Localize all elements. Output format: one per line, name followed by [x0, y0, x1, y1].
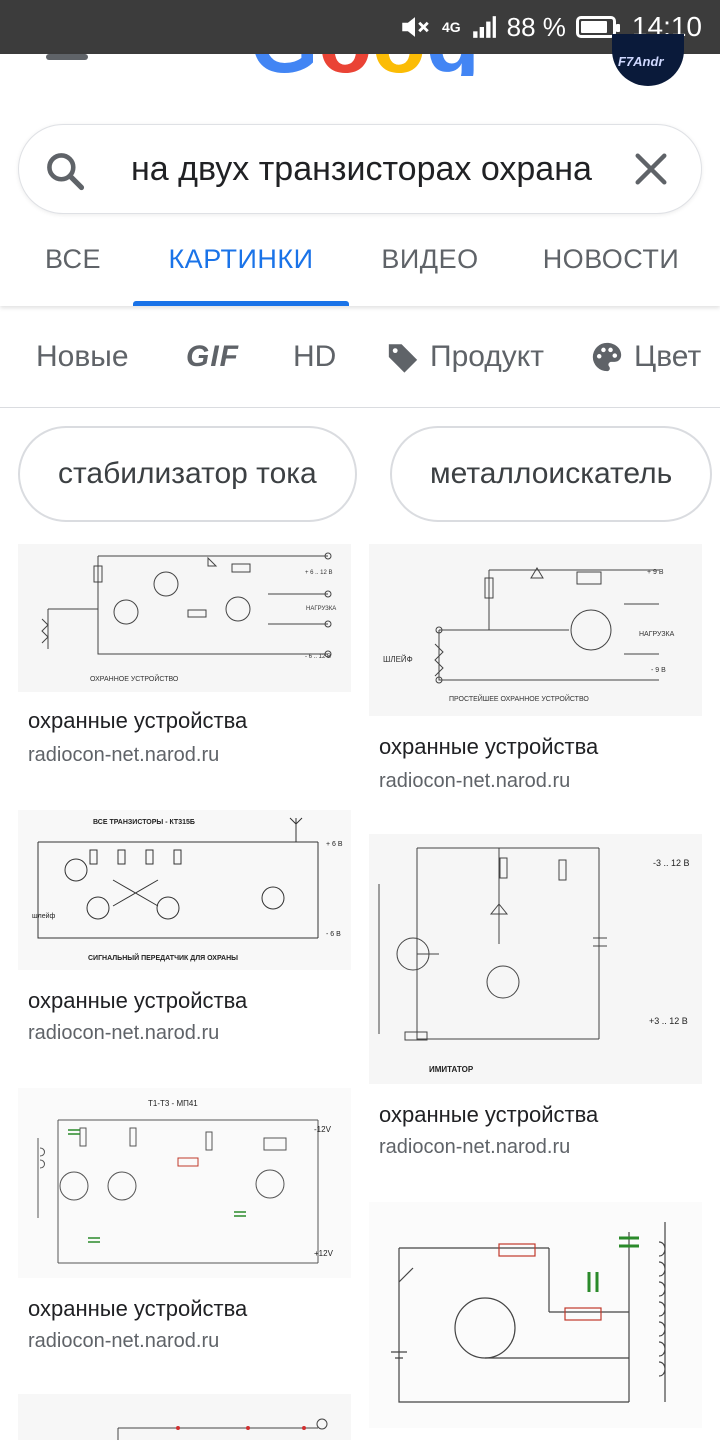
circuit-diagram — [18, 1394, 351, 1440]
tab-video[interactable]: ВИДЕО — [381, 244, 479, 274]
svg-text:-12V: -12V — [314, 1125, 332, 1134]
diagram-top-label: ВСЕ ТРАНЗИСТОРЫ - КТ315Б — [93, 819, 195, 826]
result-title[interactable]: охранные устройства — [28, 988, 248, 1013]
mute-icon — [402, 17, 429, 37]
image-result[interactable]: + 9 В НАГРУЗКА - 9 В ШЛЕЙФ ПРОСТЕЙШЕЕ ОХ… — [369, 544, 702, 804]
google-logo[interactable]: Google — [250, 54, 480, 76]
circuit-diagram: + 6 .. 12 В НАГРУЗКА - 6 .. 12 В ОХРАННО… — [18, 544, 351, 692]
svg-text:+ 9 В: + 9 В — [647, 569, 664, 576]
filter-color-label: Цвет — [634, 340, 702, 373]
status-bar: 4G 88 % 14:10 — [0, 0, 720, 54]
battery-icon — [575, 16, 620, 38]
filter-product-label: Продукт — [430, 340, 544, 373]
search-box[interactable]: на двух транзисторах охрана — [18, 124, 702, 214]
tab-all[interactable]: ВСЕ — [44, 244, 102, 274]
result-source[interactable]: radiocon-net.narod.ru — [379, 1136, 571, 1158]
chip-metal-detector[interactable]: металлоискатель — [390, 426, 713, 522]
logo-text: Google — [250, 54, 480, 76]
result-thumbnail[interactable] — [18, 1394, 351, 1440]
result-title[interactable]: охранные устройства — [379, 1102, 599, 1127]
svg-text:- 6 В: - 6 В — [326, 931, 341, 938]
svg-text:-3 .. 12 В: -3 .. 12 В — [653, 858, 690, 868]
circuit-diagram: -3 .. 12 В +3 .. 12 В ИМИТАТОР — [369, 834, 702, 1084]
svg-text:ШЛЕЙФ: ШЛЕЙФ — [383, 655, 413, 664]
battery-percent: 88 % — [506, 11, 566, 42]
svg-text:+12V: +12V — [314, 1249, 334, 1258]
image-result[interactable]: Т1-Т3 - МП41 -12V +12V охранные устройст… — [18, 1088, 351, 1358]
result-title[interactable]: охранные устройства — [379, 734, 599, 759]
circuit-diagram: + 9 В НАГРУЗКА - 9 В ШЛЕЙФ ПРОСТЕЙШЕЕ ОХ… — [369, 544, 702, 716]
signal-icon — [472, 16, 496, 38]
filter-hd[interactable]: HD — [293, 306, 337, 407]
result-thumbnail[interactable]: ВСЕ ТРАНЗИСТОРЫ - КТ315Б + 6 В - 6 В шле… — [18, 810, 351, 970]
tab-news[interactable]: НОВОСТИ — [542, 244, 680, 274]
filter-bar: Новые GIF HD Продукт Цвет — [0, 306, 720, 408]
menu-icon[interactable] — [46, 54, 88, 60]
tag-icon — [388, 344, 418, 373]
result-title[interactable]: охранные устройства — [28, 1296, 248, 1321]
image-result[interactable]: ВСЕ ТРАНЗИСТОРЫ - КТ315Б + 6 В - 6 В шле… — [18, 810, 351, 1050]
avatar-text: F7Andr — [618, 54, 664, 69]
svg-text:НАГРУЗКА: НАГРУЗКА — [306, 606, 336, 612]
image-result[interactable] — [369, 1202, 702, 1428]
result-source[interactable]: radiocon-net.narod.ru — [28, 1022, 220, 1044]
close-icon[interactable] — [631, 149, 671, 189]
result-source[interactable]: radiocon-net.narod.ru — [379, 770, 571, 792]
filter-gif-label: GIF — [186, 340, 239, 373]
palette-icon — [592, 342, 622, 372]
image-result[interactable]: + 6 .. 12 В НАГРУЗКА - 6 .. 12 В ОХРАННО… — [18, 544, 351, 784]
suggestion-chips: стабилизатор тока металлоискатель — [0, 426, 720, 522]
search-tabs: ВСЕ КАРТИНКИ ВИДЕО НОВОСТИ — [0, 226, 720, 306]
filter-color[interactable]: Цвет — [590, 306, 702, 407]
result-thumbnail[interactable]: Т1-Т3 - МП41 -12V +12V — [18, 1088, 351, 1278]
svg-text:+3 .. 12 В: +3 .. 12 В — [649, 1016, 688, 1026]
search-icon[interactable] — [43, 149, 87, 193]
result-source[interactable]: radiocon-net.narod.ru — [28, 1330, 220, 1352]
result-thumbnail[interactable] — [369, 1202, 702, 1428]
network-type: 4G — [441, 19, 461, 35]
filter-new[interactable]: Новые — [36, 306, 129, 407]
filter-hd-label: HD — [293, 340, 337, 373]
search-input[interactable]: на двух транзисторах охрана — [131, 150, 592, 188]
filter-new-label: Новые — [36, 340, 129, 373]
result-thumbnail[interactable]: + 6 .. 12 В НАГРУЗКА - 6 .. 12 В ОХРАННО… — [18, 544, 351, 692]
svg-text:НАГРУЗКА: НАГРУЗКА — [639, 631, 675, 638]
active-tab-indicator — [133, 301, 349, 306]
svg-text:- 6 .. 12 В: - 6 .. 12 В — [305, 654, 331, 660]
diagram-top-label: Т1-Т3 - МП41 — [148, 1099, 198, 1108]
tab-images[interactable]: КАРТИНКИ — [168, 244, 314, 274]
image-result[interactable]: -3 .. 12 В +3 .. 12 В ИМИТАТОР охранные … — [369, 834, 702, 1164]
filter-product[interactable]: Продукт — [386, 306, 544, 407]
image-result[interactable] — [18, 1394, 351, 1440]
circuit-diagram: ВСЕ ТРАНЗИСТОРЫ - КТ315Б + 6 В - 6 В шле… — [18, 810, 351, 970]
svg-text:+ 6 .. 12 В: + 6 .. 12 В — [305, 570, 333, 576]
result-thumbnail[interactable]: + 9 В НАГРУЗКА - 9 В ШЛЕЙФ ПРОСТЕЙШЕЕ ОХ… — [369, 544, 702, 716]
filter-gif[interactable]: GIF — [186, 306, 239, 407]
diagram-caption: ИМИТАТОР — [429, 1065, 474, 1074]
svg-text:шлейф: шлейф — [32, 912, 56, 920]
result-title[interactable]: охранные устройства — [28, 708, 248, 733]
result-thumbnail[interactable]: -3 .. 12 В +3 .. 12 В ИМИТАТОР — [369, 834, 702, 1084]
diagram-caption: ПРОСТЕЙШЕЕ ОХРАННОЕ УСТРОЙСТВО — [449, 694, 589, 703]
circuit-diagram: Т1-Т3 - МП41 -12V +12V — [18, 1088, 351, 1278]
avatar[interactable]: F7Andr — [612, 34, 684, 86]
svg-text:- 9 В: - 9 В — [651, 667, 666, 674]
chip-stabilizer[interactable]: стабилизатор тока — [18, 426, 357, 522]
circuit-diagram — [369, 1202, 702, 1428]
diagram-caption: СИГНАЛЬНЫЙ ПЕРЕДАТЧИК ДЛЯ ОХРАНЫ — [88, 953, 238, 962]
result-source[interactable]: radiocon-net.narod.ru — [28, 744, 220, 766]
search-header: Google F7Andr на двух транзисторах охран… — [0, 34, 720, 306]
diagram-caption: ОХРАННОЕ УСТРОЙСТВО — [90, 674, 179, 683]
svg-text:+ 6 В: + 6 В — [326, 841, 343, 848]
